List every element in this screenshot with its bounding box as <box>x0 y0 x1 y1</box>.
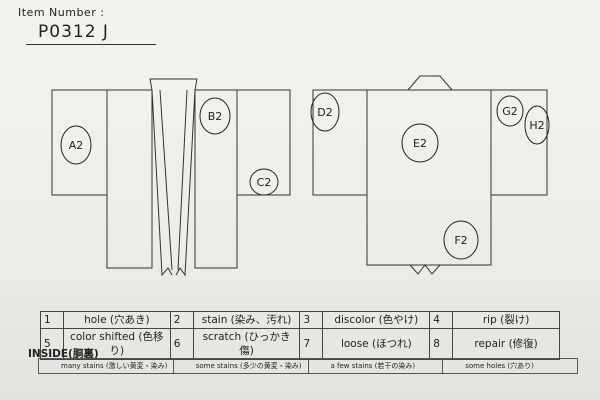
damage-description: repair (修復) <box>452 328 560 360</box>
damage-description: color shifted (色移り) <box>62 328 171 360</box>
inside-option: many stains (激しい黄変・染み) <box>38 358 173 374</box>
back-hem-tab <box>409 264 441 275</box>
damage-description: discolor (色やけ) <box>322 311 431 329</box>
front-left-collar-band <box>151 89 173 277</box>
mark-label: D2 <box>317 106 332 119</box>
inside-section-title: INSIDE(胴裏) <box>28 348 99 360</box>
damage-mark-circles <box>60 92 550 260</box>
item-number-label: Item Number : <box>18 6 105 19</box>
back-right-sleeve <box>490 89 548 196</box>
damage-circle-c <box>249 168 279 196</box>
back-garment-outline <box>312 75 548 275</box>
inside-option: some holes (穴あり) <box>442 358 578 374</box>
damage-code: 5 <box>40 328 64 360</box>
damage-mark-labels: A2 B2 C2 D2 E2 F2 G2 H2 <box>69 105 545 247</box>
inside-option: some stains (多少の黄変・染み) <box>172 358 308 374</box>
mark-label: F2 <box>454 234 467 247</box>
front-right-collar-inner <box>177 89 188 271</box>
front-collar-top <box>149 78 198 91</box>
table-row: 1 hole (穴あき) 2 stain (染み、汚れ) 3 discolor … <box>40 311 560 329</box>
inside-condition-row: many stains (激しい黄変・染み) some stains (多少の黄… <box>38 358 578 374</box>
front-left-panel <box>106 89 153 269</box>
damage-code: 3 <box>299 311 324 329</box>
damage-circle-a <box>60 125 92 165</box>
damage-circle-g <box>496 95 524 127</box>
damage-code: 4 <box>429 311 454 329</box>
mark-label: B2 <box>208 110 223 123</box>
damage-description: stain (染み、汚れ) <box>192 311 301 329</box>
damage-code: 8 <box>429 328 454 360</box>
mark-label: C2 <box>257 176 272 189</box>
damage-description: loose (ほつれ) <box>322 328 431 360</box>
damage-code: 2 <box>169 311 194 329</box>
damage-code: 1 <box>40 311 64 329</box>
mark-label: G2 <box>502 105 518 118</box>
damage-description: hole (穴あき) <box>62 311 171 329</box>
front-garment-outline <box>51 78 291 277</box>
damage-circle-d <box>310 92 340 132</box>
front-left-collar-inner <box>159 89 173 271</box>
damage-legend-table: 1 hole (穴あき) 2 stain (染み、汚れ) 3 discolor … <box>40 311 560 360</box>
damage-description: scratch (ひっかき傷) <box>192 328 301 360</box>
damage-circle-e <box>401 123 439 163</box>
back-collar <box>407 75 453 91</box>
mark-label: E2 <box>413 137 427 150</box>
damage-circle-b <box>199 97 231 135</box>
front-right-collar-band <box>175 89 196 277</box>
item-number-underline <box>26 44 156 45</box>
mark-label: A2 <box>69 139 84 152</box>
damage-code: 6 <box>169 328 194 360</box>
inside-option: a few stains (若干の染み) <box>307 358 443 374</box>
damage-description: rip (裂け) <box>452 311 560 329</box>
damage-code: 7 <box>299 328 324 360</box>
damage-circle-h <box>524 105 550 145</box>
back-body <box>366 89 492 266</box>
item-number-value: P0312 J <box>38 22 109 42</box>
mark-label: H2 <box>529 119 544 132</box>
damage-circle-f <box>443 220 479 260</box>
table-row: 5 color shifted (色移り) 6 scratch (ひっかき傷) … <box>40 328 560 360</box>
